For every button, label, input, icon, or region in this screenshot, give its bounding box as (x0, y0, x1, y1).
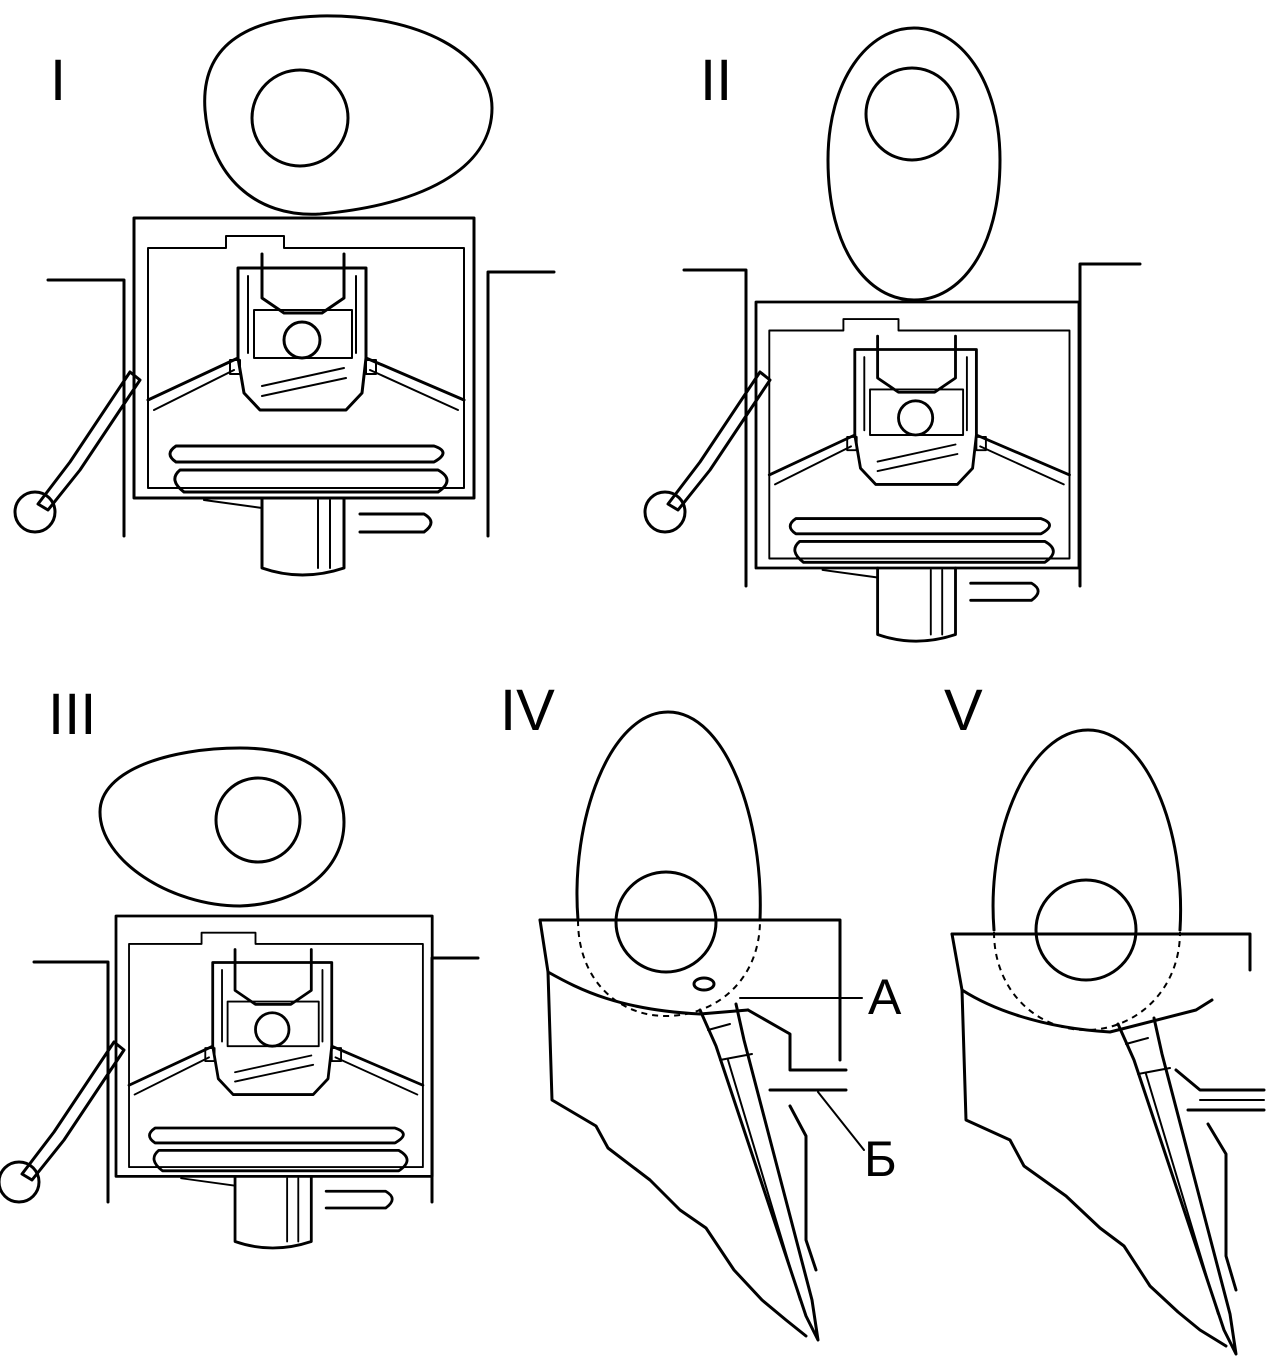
panel-v-cam (991, 728, 1183, 1032)
panel-iv-callout-b: Б (817, 1091, 897, 1187)
callout-a-label: А (868, 969, 902, 1025)
panel-i-lifter (132, 216, 476, 577)
panel-iv-label: IV (500, 678, 555, 743)
panel-i-label: I (50, 48, 66, 113)
panel-ii: II (643, 26, 1142, 643)
panel-iv-cam (575, 710, 762, 1018)
panel-iv-cylinder-head (538, 918, 848, 1338)
panel-ii-oil-arm (643, 370, 772, 534)
panel-iii-label: III (48, 682, 96, 747)
panel-v: V (944, 678, 1266, 1356)
panel-iii: III (0, 682, 480, 1250)
panel-v-cylinder-head (950, 932, 1266, 1348)
panel-i-oil-arm (13, 370, 142, 534)
panel-iii-cam (98, 746, 346, 908)
panel-ii-lifter (754, 300, 1081, 643)
panel-i-cylinder-walls (46, 270, 556, 538)
panel-iv-callout-a: А (739, 969, 902, 1025)
panel-v-label: V (944, 678, 983, 743)
callout-b-label: Б (864, 1131, 897, 1187)
panel-ii-cam (826, 26, 1002, 302)
panel-iii-lifter (114, 914, 434, 1250)
panel-iii-oil-arm (0, 1040, 126, 1204)
panel-i: I (13, 14, 556, 577)
panel-i-cam (203, 14, 494, 216)
panel-ii-cylinder-walls (682, 262, 1142, 588)
panel-ii-label: II (700, 48, 732, 113)
panel-iv: IV А Б (500, 678, 902, 1342)
panel-iv-injector (692, 976, 820, 1342)
panel-v-injector (1116, 1016, 1238, 1356)
